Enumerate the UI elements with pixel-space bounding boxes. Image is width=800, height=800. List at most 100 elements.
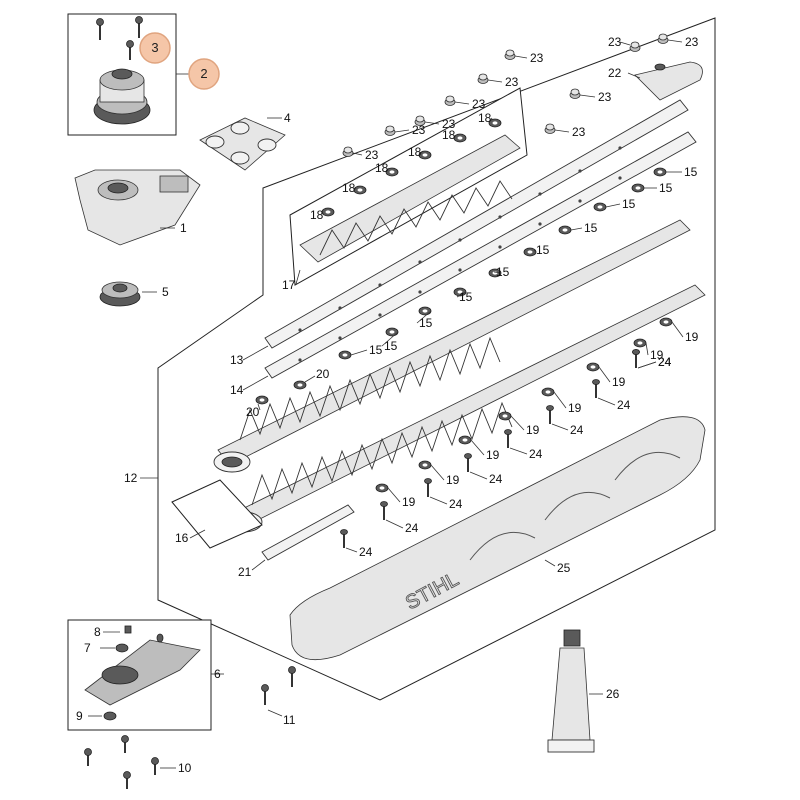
callout-23: 23 bbox=[365, 148, 379, 162]
callout-20: 20 bbox=[316, 367, 330, 381]
callout-23: 23 bbox=[598, 90, 612, 104]
nut-23 bbox=[544, 123, 556, 134]
callout-9: 9 bbox=[76, 709, 83, 723]
callout-19: 19 bbox=[650, 348, 664, 362]
callout-25: 25 bbox=[557, 561, 571, 575]
washer-19 bbox=[586, 362, 600, 372]
callout-16: 16 bbox=[175, 531, 189, 545]
callout-15: 15 bbox=[384, 339, 398, 353]
callout-20: 20 bbox=[246, 405, 260, 419]
washer-15 bbox=[593, 202, 607, 212]
callout-3-highlight[interactable]: 3 bbox=[139, 32, 171, 64]
guide-rail-14 bbox=[264, 131, 697, 379]
nut-23 bbox=[569, 88, 581, 99]
callout-10: 10 bbox=[178, 761, 192, 775]
callout-12: 12 bbox=[124, 471, 138, 485]
screw-24 bbox=[380, 501, 388, 520]
callout-24: 24 bbox=[405, 521, 419, 535]
callout-23: 23 bbox=[530, 51, 544, 65]
washer-19 bbox=[541, 387, 555, 397]
washer-19 bbox=[498, 411, 512, 421]
callout-13: 13 bbox=[230, 353, 244, 367]
callout-23: 23 bbox=[412, 123, 426, 137]
washer-20 bbox=[293, 380, 307, 390]
cutting-blade-upper bbox=[213, 219, 691, 473]
callout-15: 15 bbox=[584, 221, 598, 235]
washer-15 bbox=[523, 247, 537, 257]
callout-18: 18 bbox=[442, 128, 456, 142]
cutter-plate-part bbox=[299, 134, 521, 263]
callout-24: 24 bbox=[617, 398, 631, 412]
nut-23 bbox=[657, 33, 669, 44]
callout-14: 14 bbox=[230, 383, 244, 397]
callout-23: 23 bbox=[442, 117, 456, 131]
nut-23 bbox=[342, 146, 354, 157]
spacer-bar-part bbox=[261, 504, 355, 561]
callout-15: 15 bbox=[536, 243, 550, 257]
callout-19: 19 bbox=[526, 423, 540, 437]
callout-24: 24 bbox=[658, 355, 672, 369]
guide-rail-13 bbox=[264, 99, 689, 349]
callout-18: 18 bbox=[408, 145, 422, 159]
screw-24 bbox=[464, 453, 472, 472]
callout-19: 19 bbox=[568, 401, 582, 415]
washer-19 bbox=[418, 460, 432, 470]
end-cap-part bbox=[634, 61, 703, 101]
nut-23 bbox=[477, 73, 489, 84]
clip-18 bbox=[385, 167, 399, 177]
callout-24: 24 bbox=[658, 355, 672, 369]
blade-subframe-16 bbox=[171, 479, 263, 549]
callout-17: 17 bbox=[282, 278, 296, 292]
washer-15 bbox=[558, 225, 572, 235]
callout-2-highlight[interactable]: 2 bbox=[176, 58, 220, 90]
callout-21: 21 bbox=[238, 565, 252, 579]
cover-part bbox=[84, 625, 201, 721]
nut-23 bbox=[444, 95, 456, 106]
nut-23 bbox=[384, 125, 396, 136]
callout-11: 11 bbox=[283, 713, 296, 727]
callout-18: 18 bbox=[310, 208, 324, 222]
screws-group-top bbox=[96, 16, 143, 60]
gear-housing-part bbox=[74, 169, 201, 246]
callout-23: 23 bbox=[608, 35, 622, 49]
callout-23: 23 bbox=[505, 75, 519, 89]
callout-1: 1 bbox=[180, 221, 187, 235]
callout-23: 23 bbox=[572, 125, 586, 139]
nut-23 bbox=[629, 41, 641, 52]
washer-15 bbox=[385, 327, 399, 337]
callout-24: 24 bbox=[359, 545, 373, 559]
callout-24: 24 bbox=[449, 497, 463, 511]
screws-group-10 bbox=[84, 735, 159, 789]
screw-24 bbox=[340, 529, 348, 548]
clip-18 bbox=[488, 118, 502, 128]
nut-23 bbox=[504, 49, 516, 60]
callout-5: 5 bbox=[162, 285, 169, 299]
washer-20 bbox=[255, 395, 269, 405]
callout-15: 15 bbox=[496, 265, 510, 279]
callout-19: 19 bbox=[685, 330, 699, 344]
clip-18 bbox=[418, 150, 432, 160]
callout-15: 15 bbox=[369, 343, 383, 357]
gear-head-part bbox=[93, 68, 151, 125]
svg-text:3: 3 bbox=[151, 40, 158, 55]
washer-15 bbox=[418, 306, 432, 316]
callout-19: 19 bbox=[402, 495, 416, 509]
callout-24: 24 bbox=[489, 472, 503, 486]
screw-24 bbox=[424, 478, 432, 497]
screws-group-11 bbox=[261, 666, 296, 705]
grease-tube-part bbox=[547, 629, 595, 753]
clip-18 bbox=[321, 207, 335, 217]
callout-15: 15 bbox=[419, 316, 433, 330]
screw-24 bbox=[632, 349, 640, 368]
nut-23 bbox=[414, 115, 426, 126]
bushings-part bbox=[199, 117, 286, 171]
washer-19 bbox=[458, 435, 472, 445]
washer-15 bbox=[631, 183, 645, 193]
callout-19: 19 bbox=[486, 448, 500, 462]
washer-19 bbox=[375, 483, 389, 493]
callout-24: 24 bbox=[529, 447, 543, 461]
callout-26: 26 bbox=[606, 687, 620, 701]
rail-holes bbox=[298, 146, 622, 362]
